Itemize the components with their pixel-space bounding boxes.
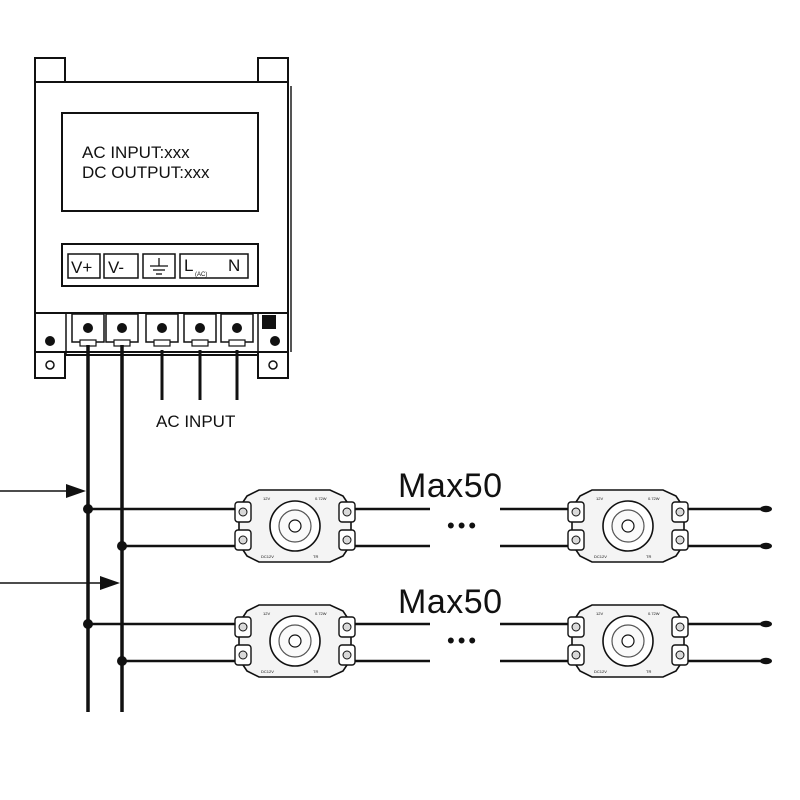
module-mark: DC12V xyxy=(261,554,274,559)
wire-end-cap xyxy=(760,505,772,513)
arrow-right-icon xyxy=(66,484,86,498)
led-module: 12V 0.72W DC12V TR xyxy=(234,604,356,678)
arrow-right-icon xyxy=(100,576,120,590)
module-mark: 12V xyxy=(263,496,270,501)
ac-input-label: AC INPUT xyxy=(156,412,235,431)
psu-label-ac-input: AC INPUT:xxx xyxy=(82,143,190,162)
module-mark: TR xyxy=(313,554,318,559)
led-module: 12V 0.72W DC12V TR xyxy=(234,489,356,563)
feed-arrows xyxy=(0,484,120,590)
wire-end-cap xyxy=(760,542,772,550)
led-chain-2: Max50 ••• 12V 0.72W DC12V TR 12V 0.72W DC12V T… xyxy=(88,583,772,678)
led-chain-1: Max50 ••• 12V 0.72W DC12V TR 12V 0.72W DC12V T… xyxy=(88,467,772,563)
terminal-screw xyxy=(270,336,280,346)
terminal-screw xyxy=(45,336,55,346)
module-mark: 0.72W xyxy=(648,611,660,616)
module-mark: 12V xyxy=(596,611,603,616)
svg-text:V-: V- xyxy=(108,258,124,277)
terminal-screw xyxy=(71,313,105,347)
terminal-label-ground xyxy=(142,253,176,279)
mounting-foot-left xyxy=(34,351,66,379)
terminal-screw xyxy=(220,313,254,347)
psu-label-plate xyxy=(61,112,259,212)
module-mark: TR xyxy=(646,554,651,559)
ac-input-wires xyxy=(160,350,239,400)
svg-text:N: N xyxy=(228,256,240,275)
terminal-screw xyxy=(183,313,217,347)
wire-end-cap xyxy=(760,620,772,628)
module-mark: 0.72W xyxy=(648,496,660,501)
psu-label-dc-output: DC OUTPUT:xxx xyxy=(82,163,210,182)
module-mark: 0.72W xyxy=(315,496,327,501)
module-mark: DC12V xyxy=(594,669,607,674)
terminal-label-vminus: V- xyxy=(103,253,139,279)
module-mark: DC12V xyxy=(261,669,274,674)
module-mark: 12V xyxy=(596,496,603,501)
mounting-tab-left xyxy=(34,57,66,85)
module-mark: DC12V xyxy=(594,554,607,559)
led-module: 12V 0.72W DC12V TR xyxy=(567,604,689,678)
chain-count-label: Max50 xyxy=(398,583,503,621)
chain-count-label: Max50 xyxy=(398,467,503,505)
terminal-screw xyxy=(145,313,179,347)
wire-end-cap xyxy=(760,657,772,665)
psu-switch xyxy=(262,315,276,329)
terminal-label-line-ac: L (AC) N xyxy=(179,253,249,279)
terminal-label-vplus: V+ xyxy=(67,253,101,279)
chain-ellipsis: ••• xyxy=(447,628,479,653)
module-mark: 0.72W xyxy=(315,611,327,616)
svg-text:(AC): (AC) xyxy=(195,272,207,278)
module-mark: 12V xyxy=(263,611,270,616)
svg-text:L: L xyxy=(184,256,193,275)
power-supply-unit: AC INPUT:xxx DC OUTPUT:xxx V+ V- L (AC) … xyxy=(34,57,292,379)
terminal-screw xyxy=(105,313,139,347)
module-mark: TR xyxy=(313,669,318,674)
terminal-screws xyxy=(45,313,280,355)
chain-ellipsis: ••• xyxy=(447,513,479,538)
led-module: 12V 0.72W DC12V TR xyxy=(567,489,689,563)
svg-text:V+: V+ xyxy=(71,258,92,277)
module-mark: TR xyxy=(646,669,651,674)
mounting-tab-right xyxy=(257,57,289,85)
ground-icon xyxy=(150,258,168,275)
dc-bus xyxy=(86,345,124,712)
